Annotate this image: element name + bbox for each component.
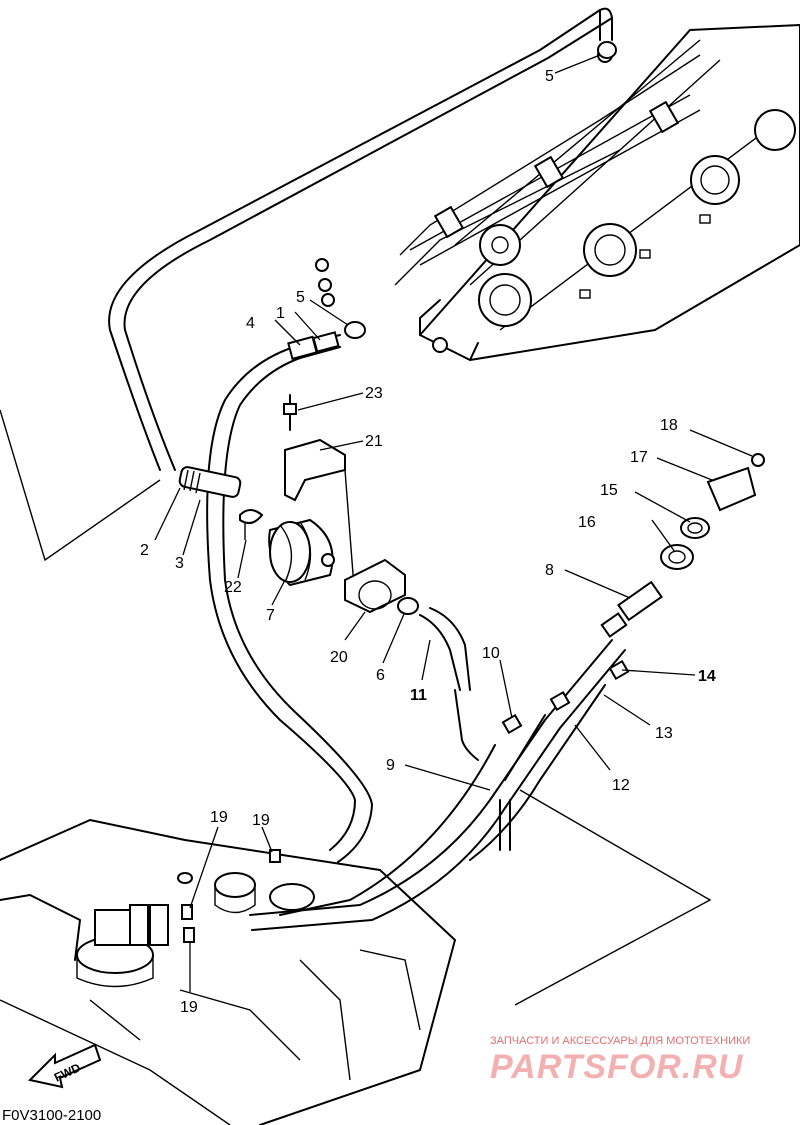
callout-labels: 5 5 4 1 23 21 2 3 22 7 20 6 11 10 8 16 1… — [140, 68, 716, 1016]
callout-19c: 19 — [180, 999, 198, 1016]
joint-8 — [600, 580, 663, 638]
grommet-16 — [660, 544, 694, 570]
callout-21: 21 — [365, 433, 383, 450]
fuel-hose-2-3 — [178, 466, 242, 498]
clip-5-lower — [344, 321, 366, 339]
callout-15: 15 — [600, 482, 618, 499]
callout-5b: 5 — [296, 289, 305, 306]
diagram-code: F0V3100-2100 — [2, 1107, 101, 1124]
clamp-bracket-20 — [344, 558, 406, 614]
callout-22: 22 — [224, 579, 242, 596]
callout-2: 2 — [140, 542, 149, 559]
fuel-hose-11 — [419, 607, 479, 761]
fuel-hose-upper-loop — [108, 7, 613, 471]
callout-6: 6 — [376, 667, 385, 684]
callout-17: 17 — [630, 449, 648, 466]
fuel-hoses-9-12-13 — [249, 639, 626, 931]
clip-6 — [397, 597, 419, 615]
callout-13: 13 — [655, 725, 673, 742]
callout-19a: 19 — [210, 809, 228, 826]
clips-10-14 — [501, 659, 630, 735]
callout-12: 12 — [612, 777, 630, 794]
callout-3: 3 — [175, 555, 184, 572]
watermark-tagline: ЗАПЧАСТИ И АКСЕССУАРЫ ДЛЯ МОТОТЕХНИКИ — [490, 1035, 750, 1047]
outline-right-triangle — [514, 789, 712, 1006]
callout-20: 20 — [330, 649, 348, 666]
callout-16: 16 — [578, 514, 596, 531]
callout-8: 8 — [545, 562, 554, 579]
callout-7: 7 — [266, 607, 275, 624]
watermark: ЗАПЧАСТИ И АКСЕССУАРЫ ДЛЯ МОТОТЕХНИКИ PA… — [490, 1035, 750, 1086]
engine-block — [315, 24, 800, 361]
callout-10: 10 — [482, 645, 500, 662]
callout-19b: 19 — [252, 812, 270, 829]
callout-14: 14 — [698, 668, 716, 685]
outline-left-triangle — [0, 409, 161, 562]
callout-9: 9 — [386, 757, 395, 774]
cover-17 — [706, 466, 757, 512]
collar-15 — [680, 517, 710, 539]
callout-11: 11 — [410, 687, 427, 704]
watermark-brand: PARTSFOR.RU — [490, 1048, 744, 1086]
fuel-filter-7 — [268, 518, 335, 587]
fuel-tank — [0, 819, 456, 1125]
leader-lines — [154, 54, 753, 992]
callout-1: 1 — [276, 305, 285, 322]
clip-22 — [239, 509, 264, 540]
callout-18: 18 — [660, 417, 678, 434]
callout-5a: 5 — [545, 68, 554, 85]
fwd-arrow-icon: FWD — [27, 1043, 102, 1089]
callout-4: 4 — [246, 315, 255, 332]
bolt-18 — [751, 453, 765, 467]
clip-5-upper — [597, 41, 617, 59]
bolt-23 — [283, 394, 297, 431]
callout-23: 23 — [365, 385, 383, 402]
fuel-hose-4 — [206, 331, 373, 863]
